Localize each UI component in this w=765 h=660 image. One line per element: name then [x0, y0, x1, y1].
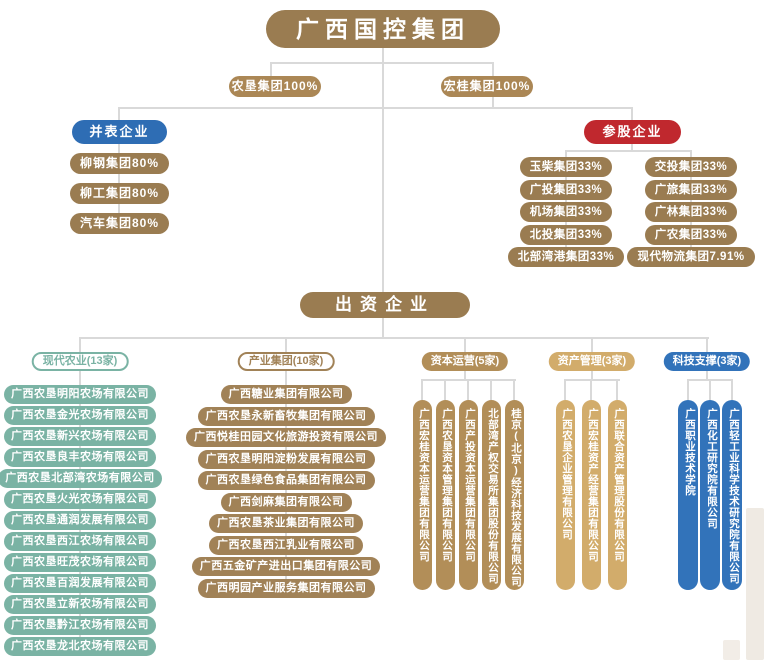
equity-item: 交投集团33% [644, 157, 738, 177]
farm-company-item: 广西农垦西江农场有限公司 [4, 532, 156, 551]
industry-company-item: 广西五金矿产进出口集团有限公司 [191, 557, 381, 576]
connector-line [270, 62, 494, 64]
industry-company-item: 广西剑麻集团有限公司 [220, 492, 352, 512]
equity-item: 北部湾港集团33% [507, 247, 625, 267]
connector-line [118, 107, 633, 109]
industry-company-item: 广西农垦西江乳业有限公司 [209, 535, 363, 555]
connector-line [591, 369, 593, 381]
connector-line [421, 379, 423, 400]
connector-line [118, 107, 120, 122]
industry-company-item: 广西悦桂田园文化旅游投资有限公司 [186, 428, 386, 447]
industry-company-item: 广西糖业集团有限公司 [220, 385, 352, 404]
industry-company-item: 广西农垦茶业集团有限公司 [209, 514, 363, 533]
category-header-modern-agriculture: 现代农业(13家) [31, 352, 129, 371]
connector-line [79, 337, 81, 354]
connector-line [564, 379, 620, 381]
connector-line [709, 379, 711, 400]
asset-management-list: 广西农垦企业管理有限公司广西宏桂资产经营集团有限公司广西联合资产管理股份有限公司 [556, 400, 627, 590]
equity-participation-title: 参股企业 [584, 120, 681, 144]
industry-company-item: 广西农垦永新畜牧集团有限公司 [197, 406, 375, 426]
category-header-asset-management: 资产管理(3家) [548, 352, 636, 371]
equity-item: 玉柴集团33% [519, 157, 613, 177]
capital-company-item: 广西宏桂资本运营集团有限公司 [413, 400, 432, 590]
category-header-capital-operation: 资本运营(5家) [421, 352, 509, 371]
equity-column-1: 玉柴集团33%广投集团33%机场集团33%北投集团33%北部湾港集团33% [507, 157, 625, 267]
connector-line [731, 379, 733, 400]
equity-column-2: 交投集团33%广旅集团33%广林集团33%广农集团33%现代物流集团7.91% [627, 157, 755, 267]
connector-line [564, 379, 566, 400]
capital-company-item: 广西农垦资本管理集团有限公司 [436, 400, 455, 590]
equity-item: 现代物流集团7.91% [627, 247, 755, 267]
connector-line [687, 379, 689, 400]
farm-company-item: 广西农垦龙北农场有限公司 [4, 637, 156, 656]
root-company-node: 广西国控集团 [266, 10, 500, 48]
asset-company-item: 广西联合资产管理股份有限公司 [608, 400, 627, 590]
asset-company-item: 广西宏桂资产经营集团有限公司 [582, 400, 601, 590]
capital-company-item: 北部湾产权交易所集团股份有限公司 [482, 400, 501, 590]
connector-line [706, 369, 708, 381]
industry-company-item: 广西农垦明阳淀粉发展有限公司 [197, 449, 375, 469]
modern-agriculture-list: 广西农垦明阳农场有限公司广西农垦金光农场有限公司广西农垦新兴农场有限公司广西农垦… [0, 385, 162, 656]
farm-company-item: 广西农垦北部湾农场有限公司 [0, 469, 162, 488]
farm-company-item: 广西农垦通润发展有限公司 [4, 511, 156, 530]
consolidated-list: 柳钢集团80% 柳工集团80% 汽车集团80% [69, 153, 170, 234]
connector-line [382, 48, 384, 294]
connector-line [590, 379, 592, 400]
equity-item: 机场集团33% [519, 202, 613, 222]
farm-company-item: 广西农垦百润发展有限公司 [4, 574, 156, 593]
connector-line [706, 337, 708, 354]
connector-line [382, 318, 384, 338]
consolidated-item: 柳工集团80% [69, 183, 170, 204]
industry-company-item: 广西农垦绿色食品集团有限公司 [197, 471, 375, 490]
connector-line [464, 369, 466, 381]
branch-honggui-label: 宏桂集团100% [441, 76, 533, 97]
consolidated-item: 汽车集团80% [69, 213, 170, 234]
equity-item: 北投集团33% [519, 224, 613, 245]
asset-company-item: 广西农垦企业管理有限公司 [556, 400, 575, 590]
farm-company-item: 广西农垦火光农场有限公司 [4, 490, 156, 509]
category-header-tech-support: 科技支撑(3家) [663, 352, 751, 371]
consolidated-item: 柳钢集团80% [69, 153, 170, 174]
consolidated-enterprises-title: 并表企业 [72, 120, 167, 144]
connector-line [285, 337, 287, 354]
connector-line [444, 379, 446, 400]
farm-company-item: 广西农垦旺茂农场有限公司 [4, 553, 156, 572]
farm-company-item: 广西农垦黔江农场有限公司 [4, 616, 156, 635]
decorative-bar [723, 640, 740, 660]
connector-line [79, 337, 709, 339]
connector-line [270, 62, 272, 78]
tech-company-item: 广西化工研究院有限公司 [700, 400, 720, 590]
connector-line [464, 337, 466, 354]
capital-company-item: 广西产投资本运营集团有限公司 [459, 400, 478, 590]
capital-company-item: 桂京(北京)经济科技发展有限公司 [505, 400, 524, 590]
farm-company-item: 广西农垦金光农场有限公司 [4, 406, 156, 425]
tech-company-item: 广西轻工业科学技术研究院有限公司 [722, 400, 742, 590]
connector-line [513, 379, 515, 400]
connector-line [591, 337, 593, 354]
connector-line [467, 379, 469, 400]
capital-operation-list: 广西宏桂资本运营集团有限公司广西农垦资本管理集团有限公司广西产投资本运营集团有限… [413, 400, 524, 590]
equity-item: 广旅集团33% [644, 179, 738, 200]
category-header-industry-groups: 产业集团(10家) [237, 352, 335, 371]
farm-company-item: 广西农垦良丰农场有限公司 [4, 448, 156, 467]
tech-support-list: 广西职业技术学院广西化工研究院有限公司广西轻工业科学技术研究院有限公司 [678, 400, 742, 590]
farm-company-item: 广西农垦立新农场有限公司 [4, 595, 156, 614]
branch-nongken-label: 农垦集团100% [229, 76, 321, 97]
connector-line [490, 379, 492, 400]
tech-company-item: 广西职业技术学院 [678, 400, 698, 590]
equity-item: 广农集团33% [644, 224, 738, 245]
connector-line [616, 379, 618, 400]
invested-enterprises-title: 出资企业 [300, 292, 470, 318]
connector-line [565, 150, 692, 152]
connector-line [631, 107, 633, 122]
decorative-bar [746, 508, 764, 660]
farm-company-item: 广西农垦新兴农场有限公司 [4, 427, 156, 446]
industry-company-item: 广西明园产业服务集团有限公司 [197, 578, 375, 598]
connector-line [631, 143, 633, 152]
farm-company-item: 广西农垦明阳农场有限公司 [4, 385, 156, 404]
equity-item: 广投集团33% [519, 179, 613, 200]
equity-item: 广林集团33% [644, 202, 738, 222]
industry-groups-list: 广西糖业集团有限公司广西农垦永新畜牧集团有限公司广西悦桂田园文化旅游投资有限公司… [176, 385, 396, 598]
